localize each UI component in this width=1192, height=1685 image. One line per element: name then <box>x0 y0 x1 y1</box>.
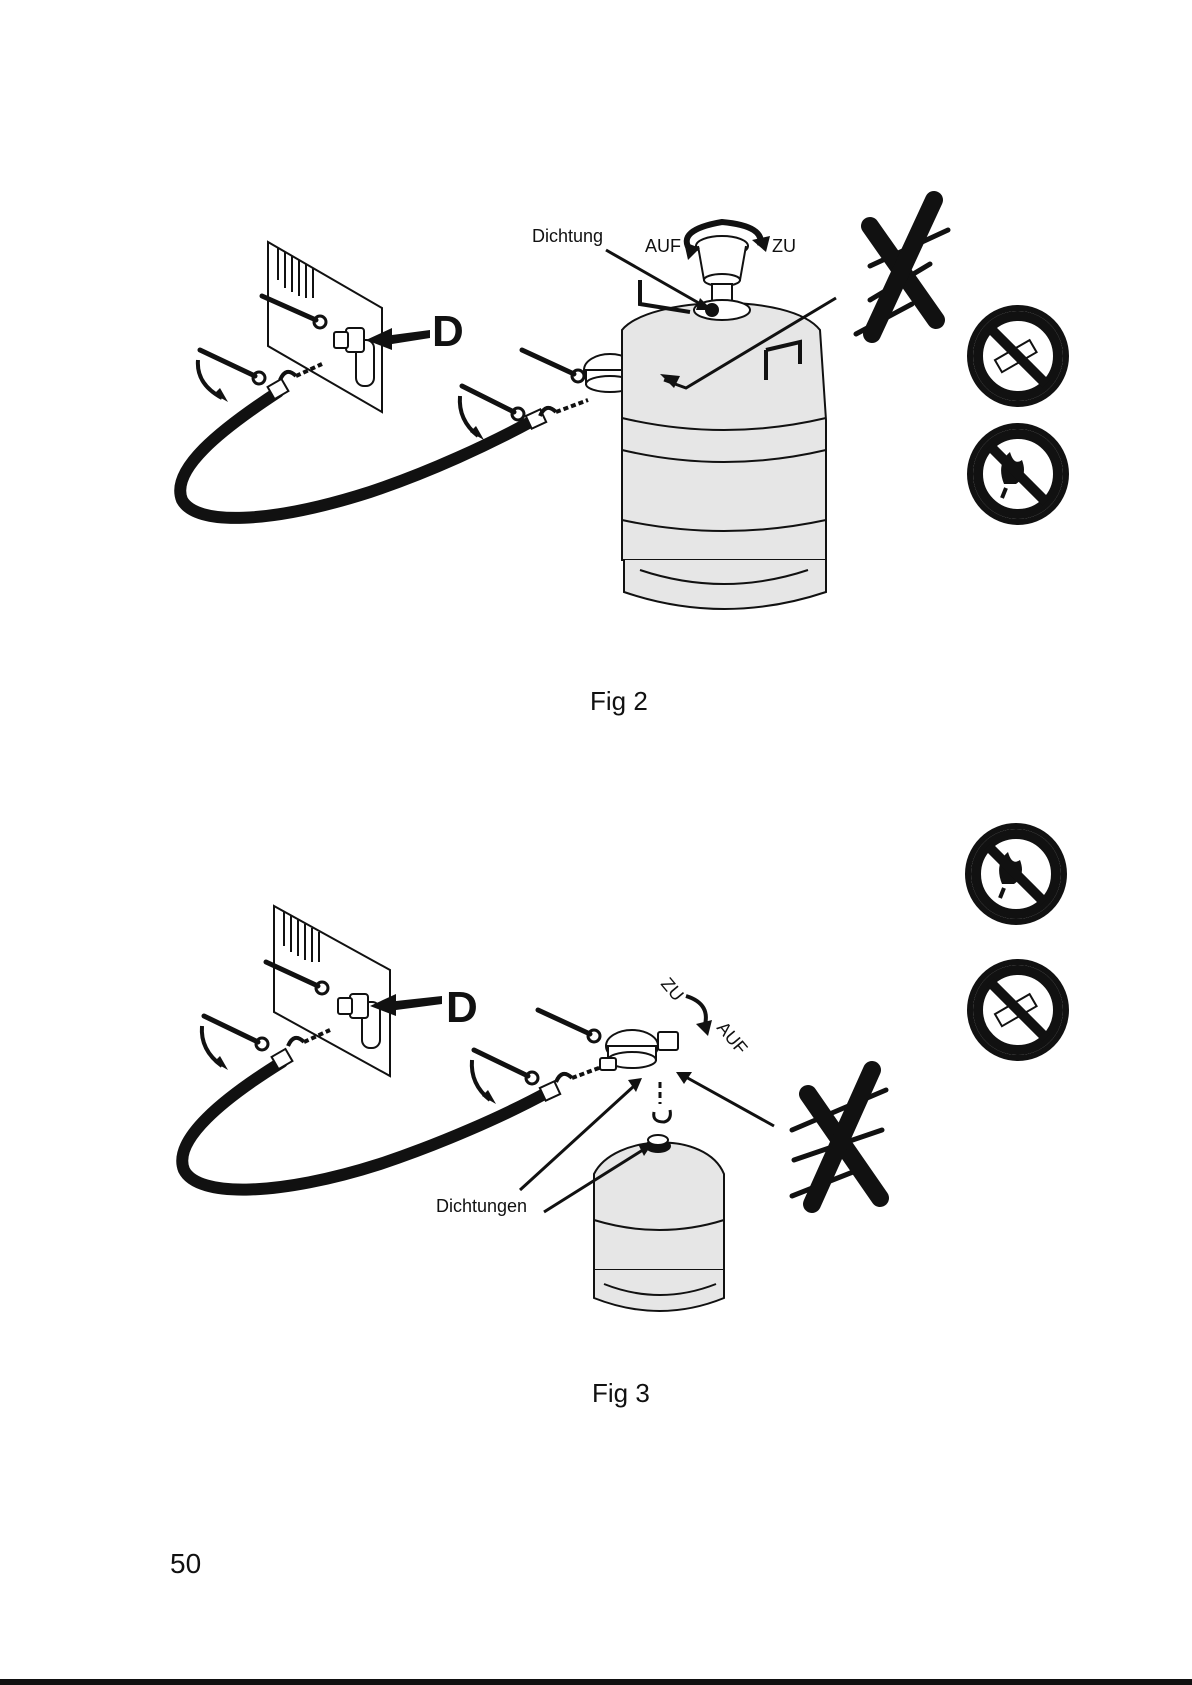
wrench-icon-3 <box>204 962 600 1084</box>
gas-hose-2 <box>182 1062 548 1190</box>
figure-2: D <box>0 180 1192 660</box>
label-d-2: D <box>446 983 478 1032</box>
no-tools-icon-2 <box>792 1070 886 1204</box>
fig2-illustration: D <box>0 180 1192 660</box>
gas-tank-2 <box>594 1135 724 1311</box>
no-tools-icon <box>856 200 948 334</box>
wall-panel-2 <box>274 906 390 1076</box>
label-zu: ZU <box>772 236 796 256</box>
seal-drop <box>654 1082 671 1122</box>
label-auf-2: AUF <box>713 1018 751 1058</box>
label-dichtung: Dichtung <box>532 226 603 246</box>
no-open-flame-sign-icon <box>970 426 1066 522</box>
no-tool-pointer-2 <box>684 1076 774 1126</box>
gas-tank <box>622 280 826 609</box>
gas-connector-d-2 <box>338 994 368 1018</box>
figure-3: D ZU <box>0 800 1192 1360</box>
gas-hose <box>180 392 534 518</box>
no-smoking-sign-icon-2 <box>970 962 1066 1058</box>
no-open-flame-sign-icon-2 <box>968 826 1064 922</box>
label-zu-2: ZU <box>657 974 688 1005</box>
fig3-caption: Fig 3 <box>592 1378 650 1409</box>
label-d: D <box>432 307 464 356</box>
no-smoking-sign-icon <box>970 308 1066 404</box>
fig2-caption: Fig 2 <box>590 686 648 717</box>
fig3-illustration: D ZU <box>0 800 1192 1360</box>
pressure-regulator-2 <box>600 1030 678 1070</box>
label-dichtungen: Dichtungen <box>436 1196 527 1216</box>
bottom-rule <box>0 1679 1192 1685</box>
gas-connector-d <box>334 328 364 352</box>
page-number: 50 <box>170 1548 201 1580</box>
label-auf: AUF <box>645 236 681 256</box>
